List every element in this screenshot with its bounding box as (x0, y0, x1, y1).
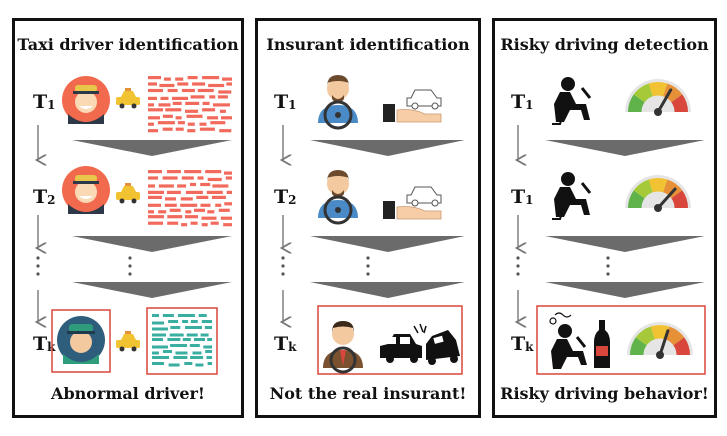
result-text: Risky driving behavior! (500, 384, 709, 403)
panel-insurant-identification: Insurant identification T1 T2 Tk Not the… (255, 18, 481, 418)
panel-taxi-driver-identification: Taxi driver identification T1 T2 Tk Abno… (12, 18, 244, 418)
time-step-label: Tk (33, 333, 56, 355)
time-step-label: T1 (511, 91, 534, 113)
panel-risky-driving-detection: Risky driving detection T1 T1 Tk Risky d… (492, 18, 717, 418)
panel-title: Insurant identification (266, 35, 470, 54)
time-step-label: T1 (511, 186, 534, 208)
time-step-label: T1 (274, 91, 297, 113)
time-step-label: T1 (33, 91, 56, 113)
panel-title: Risky driving detection (500, 35, 709, 54)
panel-title: Taxi driver identification (17, 35, 239, 54)
result-text: Not the real insurant! (269, 384, 467, 403)
result-text: Abnormal driver! (51, 384, 205, 403)
time-step-label: T2 (33, 186, 56, 208)
time-step-label: T2 (274, 186, 297, 208)
time-step-label: Tk (511, 333, 534, 355)
time-step-label: Tk (274, 333, 297, 355)
